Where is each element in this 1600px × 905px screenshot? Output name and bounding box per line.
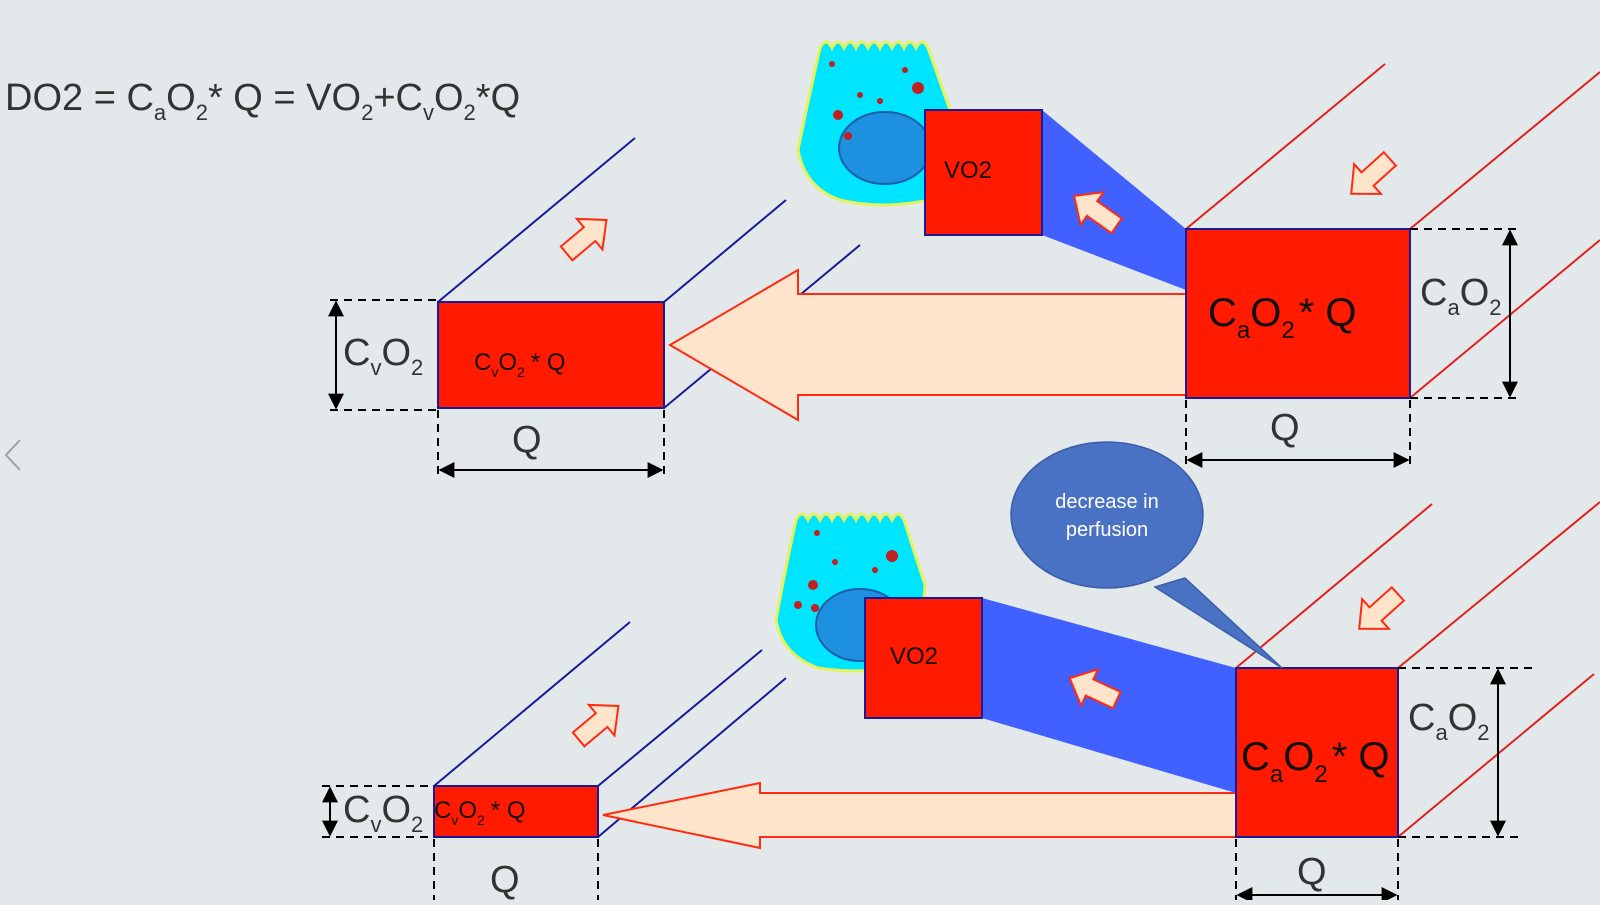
- oxygen-extraction-band-top: [1042, 110, 1186, 290]
- vo2-box-top: [924, 109, 1043, 236]
- vo2-box-bottom: [864, 597, 983, 719]
- cvo2-dimension-top: [328, 299, 438, 411]
- venous-box-top: [437, 301, 665, 409]
- small-arrow-arterial-top: [1350, 150, 1398, 195]
- vo2-label-bottom: VO2: [890, 643, 938, 670]
- caO2q-label-top: CaO2* Q: [1208, 291, 1357, 344]
- q-dimension-arterial-top: [1185, 400, 1411, 468]
- q-label-venous-top: Q: [512, 419, 542, 461]
- small-arrow-extraction-bottom: [1068, 667, 1122, 710]
- cvo2-label-bottom: CvO2: [343, 789, 423, 837]
- cvo2q-label-bottom: CvO2* Q: [434, 797, 526, 828]
- arterial-box-top: [1185, 228, 1411, 399]
- small-arrow-extraction-top: [1072, 190, 1124, 235]
- cao2-label-bottom: CaO2: [1408, 697, 1490, 745]
- cao2-dimension-bottom: [1398, 667, 1538, 838]
- flow-arrow-bottom: [602, 781, 1237, 850]
- cao2-dimension-top: [1410, 228, 1518, 399]
- bottom-panel: VO2 CvO2* Q CaO2* Q CvO2 Q CaO2: [322, 441, 1600, 903]
- q-label-arterial-bottom: Q: [1297, 851, 1327, 893]
- small-arrow-venous-bottom: [571, 703, 620, 748]
- caO2q-label-bottom: CaO2* Q: [1241, 735, 1390, 788]
- q-label-venous-bottom: Q: [490, 859, 520, 900]
- q-dimension-arterial-bottom: [1235, 839, 1399, 903]
- callout-decrease-in-perfusion: decrease in perfusion: [1010, 441, 1283, 669]
- q-dimension-venous-top: [437, 410, 665, 478]
- cvo2q-label-top: CvO2* Q: [474, 349, 566, 380]
- callout-text-line2: perfusion: [1066, 519, 1148, 541]
- cell-icon: [796, 40, 952, 207]
- callout-text-line1: decrease in: [1055, 491, 1158, 513]
- q-dimension-venous-bottom: [433, 839, 599, 900]
- equation: DO2 = CaO2* Q = VO2+CvO2*Q: [5, 77, 520, 125]
- arterial-box-bottom: [1235, 667, 1399, 838]
- vo2-label-top: VO2: [944, 157, 992, 184]
- small-arrow-arterial-bottom: [1358, 585, 1406, 630]
- top-panel: VO2 CvO2* Q CaO2* Q CvO2 Q: [328, 40, 1600, 478]
- cao2-label-top: CaO2: [1420, 272, 1502, 320]
- cvo2-label-top: CvO2: [343, 332, 423, 380]
- q-label-arterial-top: Q: [1270, 407, 1300, 449]
- chevron-left-icon[interactable]: [4, 439, 21, 471]
- venous-box-bottom: [433, 785, 599, 838]
- flow-arrow-top: [668, 268, 1191, 422]
- small-arrow-venous-top: [559, 217, 608, 262]
- cvo2-dimension-bottom: [322, 785, 434, 838]
